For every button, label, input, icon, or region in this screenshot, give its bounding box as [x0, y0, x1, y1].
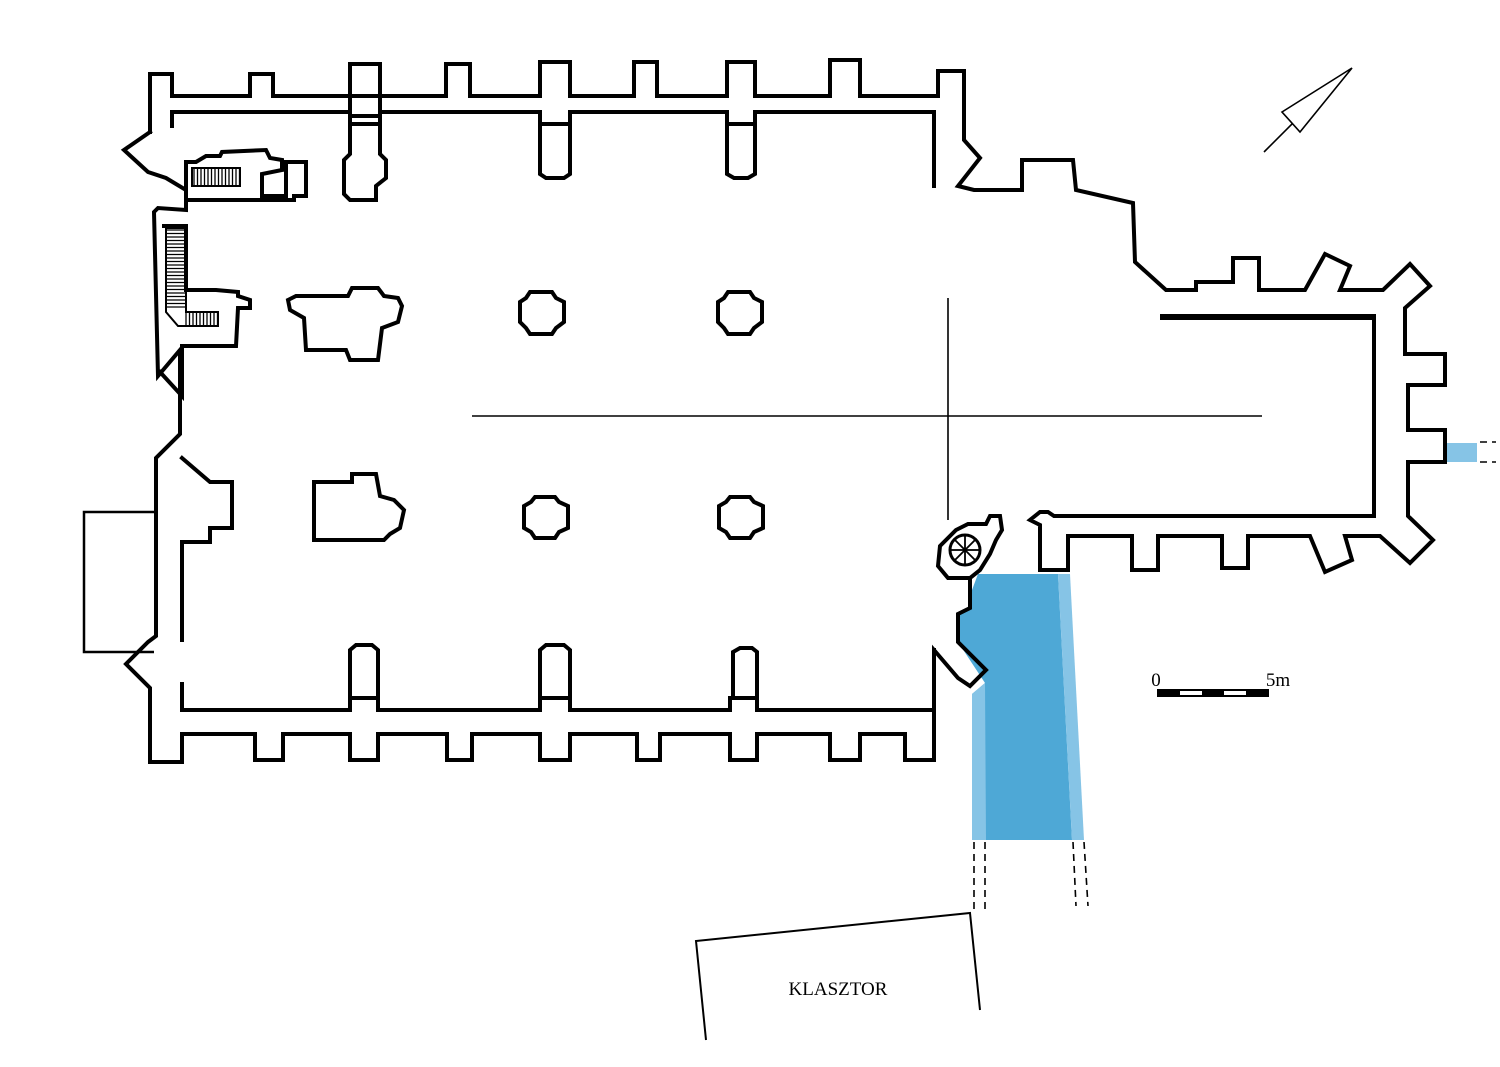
annex-light-edge-left [972, 683, 986, 840]
nave-pier-south-1 [522, 495, 570, 540]
north-pier-1 [348, 94, 382, 118]
north-arrow-head [1280, 67, 1353, 134]
spiral-stair-housing [935, 514, 1005, 580]
scale-bar-segment-5 [1246, 690, 1268, 696]
north-wall [148, 58, 1447, 575]
nave-pier-north-1 [518, 290, 566, 336]
dash-right-a [1072, 841, 1077, 907]
west-staircase-outline [165, 227, 219, 327]
annex-dashed-continuation [973, 441, 1496, 912]
dash-right-b [1083, 841, 1089, 907]
west-staircase [165, 227, 219, 327]
west-pier-north [285, 286, 405, 362]
annex-light-edge-right [1058, 574, 1084, 840]
spiral-stair-spoke [954, 539, 966, 551]
south-inner-line [180, 648, 936, 712]
north-inner-line [170, 110, 936, 188]
nave-pier-north-2 [716, 290, 764, 336]
spiral-stair-spoke [954, 549, 966, 561]
annex-highlight [958, 443, 1477, 840]
spiral-staircase-icon [948, 533, 982, 567]
west-wall-jamb [179, 455, 234, 642]
scale-bar-end-label: 5m [1266, 670, 1291, 691]
scale-bar-start-label: 0 [1151, 670, 1161, 691]
north-arrow-icon [1263, 67, 1353, 153]
monastery-outline [694, 911, 981, 1041]
spiral-stair-spoke [964, 549, 976, 561]
north-staircase [191, 167, 241, 187]
spiral-stair-circle [948, 533, 982, 567]
north-pier-2 [538, 122, 572, 180]
south-pier-1 [348, 643, 380, 700]
west-pier-south [312, 472, 407, 542]
south-wall [120, 129, 989, 764]
monastery-label: KLASZTOR [789, 979, 888, 1000]
east-opening-highlight [1445, 443, 1477, 462]
west-porch [82, 510, 156, 654]
south-pier-3 [731, 646, 759, 700]
annex-dark-fill [958, 574, 1072, 840]
scale-bar: 0 5m [1151, 670, 1291, 697]
spiral-stair-spoke [964, 539, 976, 551]
scale-bar-segment-3 [1202, 690, 1224, 696]
south-pier-2 [538, 643, 572, 700]
scale-bar-segment-1 [1158, 690, 1180, 696]
nave-pier-south-2 [717, 495, 765, 540]
north-pier-1-base [342, 122, 388, 202]
north-pier-3 [725, 122, 757, 180]
northwest-stair-tower [184, 147, 308, 202]
